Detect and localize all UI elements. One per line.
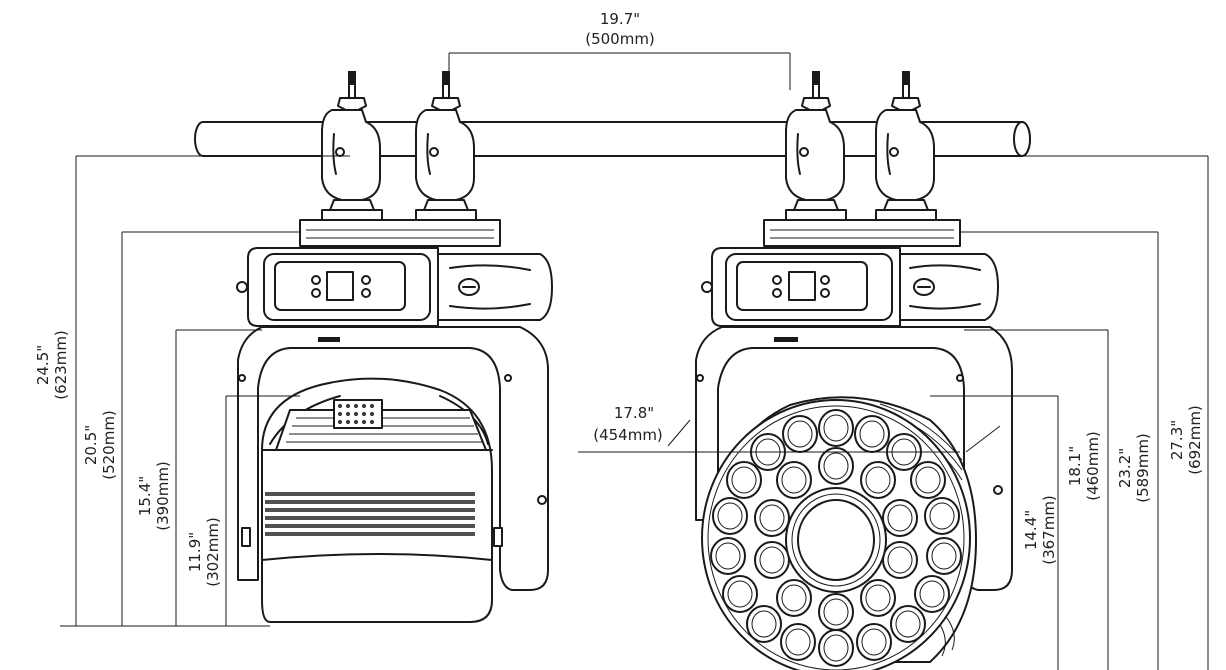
label-base-top-height: 20.5" (520mm): [82, 410, 118, 480]
rig-width-imperial: 19.7": [600, 10, 640, 28]
label-rig-width: 19.7" (500mm): [585, 10, 655, 48]
label-front-yoke-top: 18.1" (460mm): [1066, 431, 1102, 501]
label-tilt-axis-height: 11.9" (302mm): [186, 517, 222, 587]
clamp-top-height-imperial: 24.5": [34, 345, 52, 385]
dimension-lines: [60, 52, 1209, 670]
label-head-width: 17.8" (454mm): [593, 404, 663, 444]
fixture-side-view: [236, 70, 553, 623]
clamp-left-2: [415, 70, 477, 223]
center-lens: [785, 487, 887, 593]
front-yoke-top-metric: (460mm): [1084, 431, 1102, 501]
clamp-left-1: [321, 70, 383, 223]
front-tilt-axis-imperial: 14.4": [1022, 510, 1040, 550]
yoke-top-height-imperial: 15.4": [136, 476, 154, 516]
tilt-axis-height-metric: (302mm): [204, 517, 222, 587]
clamp-top-height-metric: (623mm): [52, 330, 70, 400]
head-width-metric: (454mm): [593, 426, 663, 444]
base-top-height-imperial: 20.5": [82, 425, 100, 465]
base-top-height-metric: (520mm): [100, 410, 118, 480]
tilt-axis-height-imperial: 11.9": [186, 532, 204, 572]
yoke-top-height-metric: (390mm): [154, 461, 172, 531]
label-front-clamp-top: 27.3" (692mm): [1168, 405, 1204, 475]
front-base-top-imperial: 23.2": [1116, 448, 1134, 488]
head-vent-side: [265, 492, 475, 536]
front-base-top-metric: (589mm): [1134, 433, 1152, 503]
fixture-front-view: [695, 70, 1013, 670]
label-clamp-top-height: 24.5" (623mm): [34, 330, 70, 400]
front-yoke-top-imperial: 18.1": [1066, 446, 1084, 486]
rig-width-metric: (500mm): [585, 30, 655, 48]
label-front-base-top: 23.2" (589mm): [1116, 433, 1152, 503]
front-clamp-top-imperial: 27.3": [1168, 420, 1186, 460]
clamp-right-2: [875, 70, 937, 223]
head-vent-top: [338, 404, 374, 424]
front-clamp-top-metric: (692mm): [1186, 405, 1204, 475]
label-yoke-top-height: 15.4" (390mm): [136, 461, 172, 531]
clamp-right-1: [785, 70, 847, 223]
head-width-imperial: 17.8": [614, 404, 654, 422]
front-tilt-axis-metric: (367mm): [1040, 495, 1058, 565]
label-front-tilt-axis: 14.4" (367mm): [1022, 495, 1058, 565]
